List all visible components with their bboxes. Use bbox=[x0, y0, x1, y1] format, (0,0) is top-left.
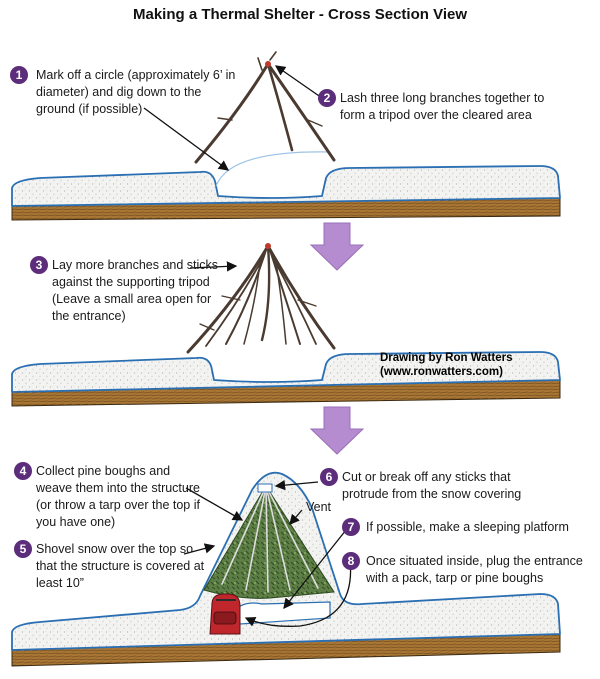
vent-label: Vent bbox=[306, 500, 332, 514]
vent-opening bbox=[257, 483, 273, 493]
step-number-badge: 2 bbox=[318, 89, 336, 107]
pointer-arrow-3 bbox=[189, 261, 238, 272]
step-number-badge: 5 bbox=[14, 540, 32, 558]
step-text: Once situated inside, plug the entrance … bbox=[366, 554, 583, 585]
pointer-arrow-1 bbox=[143, 107, 230, 171]
step-number-badge: 8 bbox=[342, 552, 360, 570]
step-text: Lash three long branches together to for… bbox=[340, 91, 545, 122]
pointer-arrow-4 bbox=[185, 487, 244, 521]
step-number-badge: 6 bbox=[320, 468, 338, 486]
bough-covered-structure bbox=[203, 483, 335, 599]
step-number-badge: 4 bbox=[14, 462, 32, 480]
credit-website: (www.ronwatters.com) bbox=[380, 366, 503, 378]
step-text: Mark off a circle (approximately 6’ in d… bbox=[36, 68, 236, 116]
credit-author: Drawing by Ron Watters bbox=[380, 352, 513, 364]
backpack-icon bbox=[209, 593, 241, 635]
down-arrow-icon bbox=[309, 406, 365, 455]
step-text: Lay more branches and sticks against the… bbox=[52, 258, 219, 323]
panel-2-ground bbox=[11, 351, 561, 407]
panel-1-ground bbox=[11, 151, 561, 221]
step-text: If possible, make a sleeping platform bbox=[366, 520, 569, 534]
down-arrow-icon bbox=[309, 222, 365, 271]
step-text: Collect pine boughs and weave them into … bbox=[36, 464, 200, 529]
pointer-arrow-2 bbox=[274, 65, 323, 99]
tripod-2-with-sticks bbox=[186, 243, 336, 354]
step-text: Shovel snow over the top so that the str… bbox=[36, 542, 205, 590]
step-number-badge: 1 bbox=[10, 66, 28, 84]
pointer-arrow-5 bbox=[183, 543, 216, 555]
drawing-credit: Drawing by Ron Watters (www.ronwatters.c… bbox=[380, 351, 512, 379]
step-text: Cut or break off any sticks that protrud… bbox=[342, 470, 522, 501]
vent-pointer-arrow bbox=[289, 509, 303, 525]
tripod-1 bbox=[194, 51, 336, 164]
pointer-arrow-8 bbox=[244, 559, 352, 627]
pointer-arrow-7 bbox=[283, 529, 347, 610]
step-number-badge: 7 bbox=[342, 518, 360, 536]
diagram-title: Making a Thermal Shelter - Cross Section… bbox=[133, 6, 467, 23]
step-number-badge: 3 bbox=[30, 256, 48, 274]
pointer-arrow-6 bbox=[274, 479, 319, 491]
